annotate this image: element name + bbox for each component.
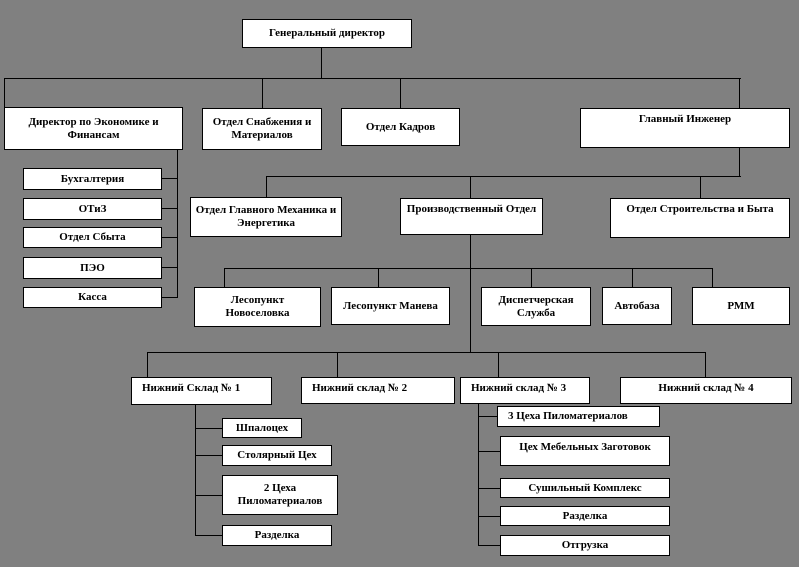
org-node-glavny-inzhener: Главный Инженер — [580, 108, 790, 148]
org-node-tseh-mebelnyh-zagotovok: Цех Мебельных Заготовок — [500, 436, 670, 466]
connector-line — [4, 78, 741, 80]
org-node-shpalotseh: Шпалоцех — [222, 418, 302, 438]
org-node-tri-tseha-pilomaterialov: 3 Цеха Пиломатериалов — [497, 406, 660, 427]
org-node-razdelka-sklad3: Разделка — [500, 506, 670, 526]
org-node-nizhny-sklad-3: Нижний склад № 3 — [460, 377, 590, 404]
connector-line — [478, 516, 500, 518]
org-node-kassa: Касса — [23, 287, 162, 308]
connector-line — [195, 495, 222, 497]
org-node-lesopunkt-novoselovka: Лесопункт Новоселовка — [194, 287, 321, 327]
org-node-avtobaza: Автобаза — [602, 287, 672, 325]
connector-line — [632, 268, 634, 287]
connector-line — [195, 455, 222, 457]
connector-line — [498, 352, 500, 377]
org-node-otdel-glavnogo-mehanika: Отдел Главного Механика и Энергетика — [190, 197, 342, 237]
org-node-otdel-kadrov: Отдел Кадров — [341, 108, 460, 146]
connector-line — [195, 428, 222, 430]
connector-line — [195, 535, 222, 537]
connector-line — [712, 268, 714, 287]
org-node-otdel-snabzheniya: Отдел Снабжения и Материалов — [202, 108, 322, 150]
org-node-proizvodstvenny-otdel: Производственный Отдел — [400, 198, 543, 235]
org-node-rmm: РММ — [692, 287, 790, 325]
connector-line — [162, 297, 177, 299]
connector-line — [531, 268, 533, 287]
org-node-lesopunkt-maneva: Лесопункт Манева — [331, 287, 450, 325]
org-node-director-economy-finance: Директор по Экономике и Финансам — [4, 107, 183, 150]
org-node-nizhny-sklad-2: Нижний склад № 2 — [301, 377, 455, 404]
connector-line — [162, 208, 177, 210]
connector-line — [700, 176, 702, 198]
connector-line — [478, 488, 500, 490]
org-node-dva-tseha-pilomaterialov: 2 Цеха Пиломатериалов — [222, 475, 338, 515]
connector-line — [705, 352, 707, 377]
connector-line — [739, 148, 741, 176]
org-node-otiz: ОТиЗ — [23, 198, 162, 220]
connector-line — [4, 78, 6, 107]
org-node-buhgalteriya: Бухгалтерия — [23, 168, 162, 190]
connector-line — [147, 352, 705, 354]
connector-line — [224, 268, 226, 287]
org-node-otgruzka: Отгрузка — [500, 535, 670, 556]
org-node-nizhny-sklad-1: Нижний Склад № 1 — [131, 377, 272, 405]
connector-line — [470, 176, 472, 198]
connector-line — [400, 78, 402, 108]
connector-line — [195, 405, 197, 536]
org-node-otdel-sbyta: Отдел Сбыта — [23, 227, 162, 248]
connector-line — [147, 352, 149, 377]
org-node-general-director: Генеральный директор — [242, 19, 412, 48]
connector-line — [478, 416, 497, 418]
connector-line — [162, 237, 177, 239]
org-node-dispetcherskaya-sluzhba: Диспетчерская Служба — [481, 287, 591, 326]
connector-line — [262, 78, 264, 108]
connector-line — [224, 268, 713, 270]
connector-line — [739, 78, 741, 108]
org-node-razdelka-sklad1: Разделка — [222, 525, 332, 546]
org-node-nizhny-sklad-4: Нижний склад № 4 — [620, 377, 792, 404]
org-node-peo: ПЭО — [23, 257, 162, 279]
connector-line — [321, 48, 323, 78]
connector-line — [177, 150, 179, 298]
connector-line — [478, 451, 500, 453]
connector-line — [266, 176, 268, 197]
connector-line — [478, 545, 500, 547]
org-node-otdel-stroitelstva: Отдел Строительства и Быта — [610, 198, 790, 238]
connector-line — [337, 352, 339, 377]
connector-line — [266, 176, 741, 178]
connector-line — [162, 178, 177, 180]
connector-line — [162, 267, 177, 269]
connector-line — [478, 404, 480, 546]
org-node-stolyarny-tseh: Столярный Цех — [222, 445, 332, 466]
connector-line — [378, 268, 380, 287]
connector-line — [470, 235, 472, 352]
org-node-sushilny-kompleks: Сушильный Комплекс — [500, 478, 670, 498]
